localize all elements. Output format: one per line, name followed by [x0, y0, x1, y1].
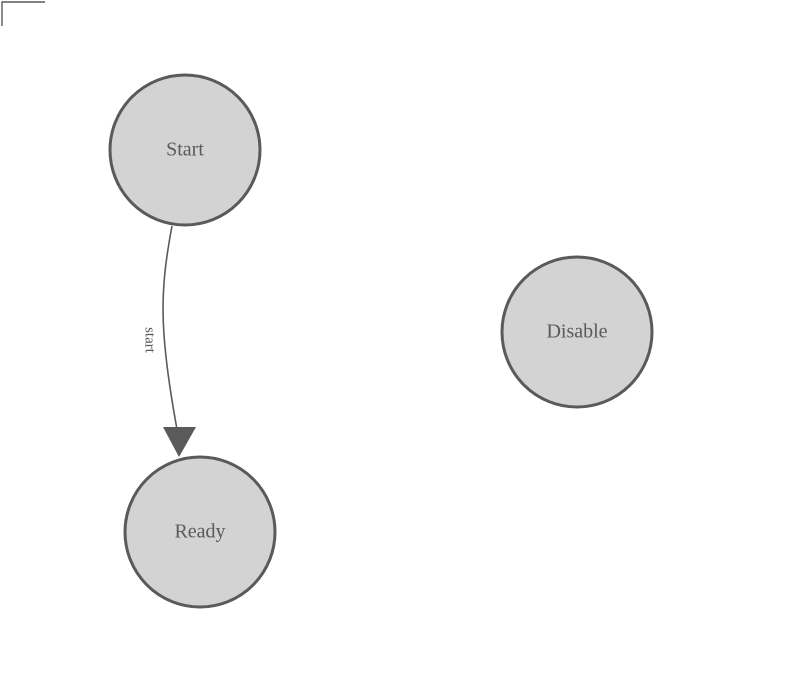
edge-label-start: start [142, 327, 158, 354]
node-start[interactable]: Start [108, 73, 262, 227]
node-disable[interactable]: Disable [500, 255, 654, 409]
node-ready-label: Ready [174, 521, 225, 543]
node-ready[interactable]: Ready [123, 455, 277, 609]
corner-bracket-mark [1, 1, 45, 26]
node-disable-label: Disable [546, 321, 607, 343]
node-disable-circle[interactable] [500, 255, 654, 409]
arrowhead-icon [163, 427, 196, 457]
node-start-label: Start [166, 139, 204, 161]
node-ready-circle[interactable] [123, 455, 277, 609]
edge-path [162, 225, 180, 441]
node-start-circle[interactable] [108, 73, 262, 227]
edge-start-to-ready[interactable]: start [142, 225, 196, 457]
